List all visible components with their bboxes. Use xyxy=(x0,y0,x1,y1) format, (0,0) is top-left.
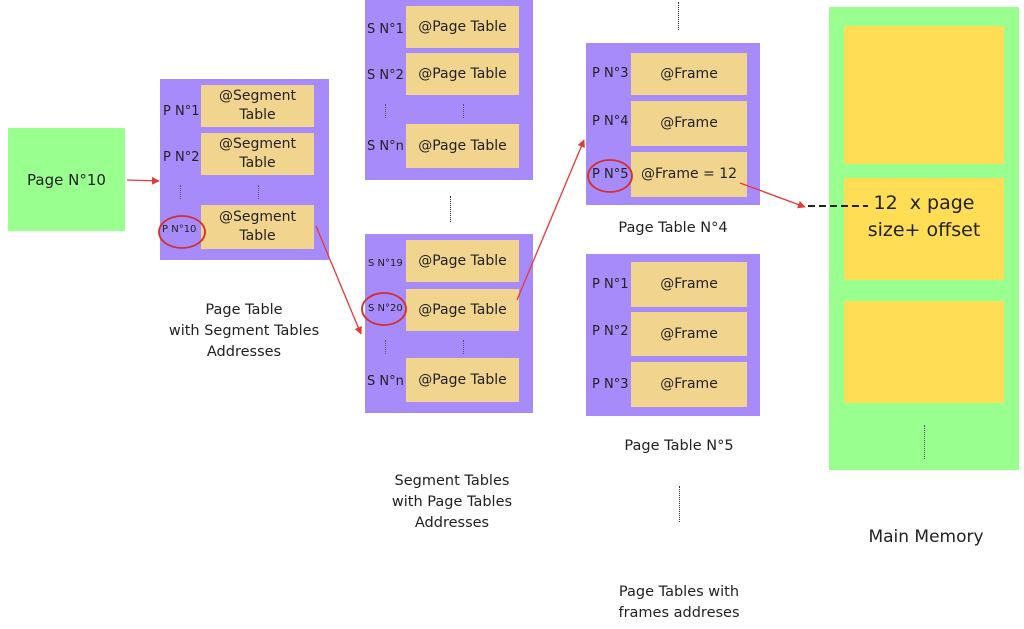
page-table-5-row-label: P N°2 xyxy=(592,324,629,339)
segment-row-label: S N°19 xyxy=(368,258,403,269)
page-table-5-row-label: P N°3 xyxy=(592,377,629,392)
segment-row-label: S N°n xyxy=(367,374,404,389)
main-memory-caption: Main Memory xyxy=(868,527,984,547)
segment-cell: @Page Table xyxy=(406,6,519,48)
segment-row-label: S N°1 xyxy=(367,22,404,37)
ellipsis-dots xyxy=(678,2,679,30)
frame-cell: @Frame xyxy=(631,53,747,95)
frame-cell: @Frame xyxy=(631,362,747,407)
memory-frame xyxy=(844,301,1004,403)
segment-row-label: S N°n xyxy=(367,139,404,154)
page-table-4: P N°3 @Frame P N°4 @Frame P N°5 @Frame =… xyxy=(586,43,760,205)
ellipsis-dots xyxy=(463,104,464,118)
page-table-4-row-label: P N°5 xyxy=(592,167,629,182)
ellipsis-dots xyxy=(385,104,386,118)
segment-tables-caption: Segment Tables with Page Tables Addresse… xyxy=(391,473,513,531)
page-table-4-caption: Page Table N°4 xyxy=(618,220,728,236)
page-table-cell: @Segment Table xyxy=(201,205,314,249)
arrow-page-to-page-table xyxy=(126,176,160,185)
memory-frame xyxy=(844,26,1004,164)
page-table-5-row-label: P N°1 xyxy=(592,277,629,292)
segment-table-top: S N°1 @Page Table S N°2 @Page Table S N°… xyxy=(365,0,533,180)
page-table-row-label: P N°10 xyxy=(162,224,197,235)
page-table-caption: Page Table with Segment Tables Addresses xyxy=(168,302,320,360)
segment-table-bottom: S N°19 @Page Table S N°20 @Page Table S … xyxy=(365,234,533,413)
ellipsis-dots xyxy=(450,196,451,222)
page-table-cell: @Segment Table xyxy=(201,133,314,175)
segment-cell: @Page Table xyxy=(406,358,519,402)
page-table-5: P N°1 @Frame P N°2 @Frame P N°3 @Frame xyxy=(586,254,760,416)
page-table: P N°1 @Segment Table P N°2 @Segment Tabl… xyxy=(160,79,329,260)
page-table-row-label: P N°2 xyxy=(163,150,200,165)
ellipsis-dots xyxy=(924,425,925,459)
memory-frame-12: 12 x page size+ offset xyxy=(844,178,1004,280)
frame-cell: @Frame = 12 xyxy=(631,152,747,197)
segment-cell: @Page Table xyxy=(406,289,519,331)
frame-cell: @Frame xyxy=(631,101,747,146)
page-table-4-row-label: P N°4 xyxy=(592,114,629,129)
main-memory: 12 x page size+ offset xyxy=(829,7,1019,470)
ellipsis-dots xyxy=(679,486,680,522)
memory-frame-label: size+ offset xyxy=(867,219,981,241)
page-table-cell: @Segment Table xyxy=(201,85,314,127)
page-tables-caption: Page Tables with frames addreses xyxy=(618,584,740,621)
segment-cell: @Page Table xyxy=(406,53,519,95)
segment-row-label: S N°20 xyxy=(368,303,403,314)
segment-cell: @Page Table xyxy=(406,124,519,168)
frame-cell: @Frame xyxy=(631,312,747,356)
page-box-label: Page N°10 xyxy=(27,170,106,189)
page-table-row-label: P N°1 xyxy=(163,104,200,119)
memory-frame-label: 12 x page xyxy=(873,192,975,214)
page-box: Page N°10 xyxy=(8,128,125,231)
ellipsis-dots xyxy=(385,340,386,354)
ellipsis-dots xyxy=(180,185,181,199)
ellipsis-dots xyxy=(463,340,464,354)
page-table-4-row-label: P N°3 xyxy=(592,66,629,81)
frame-cell: @Frame xyxy=(631,262,747,307)
ellipsis-dots xyxy=(258,185,259,199)
segment-row-label: S N°2 xyxy=(367,68,404,83)
segment-cell: @Page Table xyxy=(406,240,519,282)
page-table-5-caption: Page Table N°5 xyxy=(624,438,734,454)
